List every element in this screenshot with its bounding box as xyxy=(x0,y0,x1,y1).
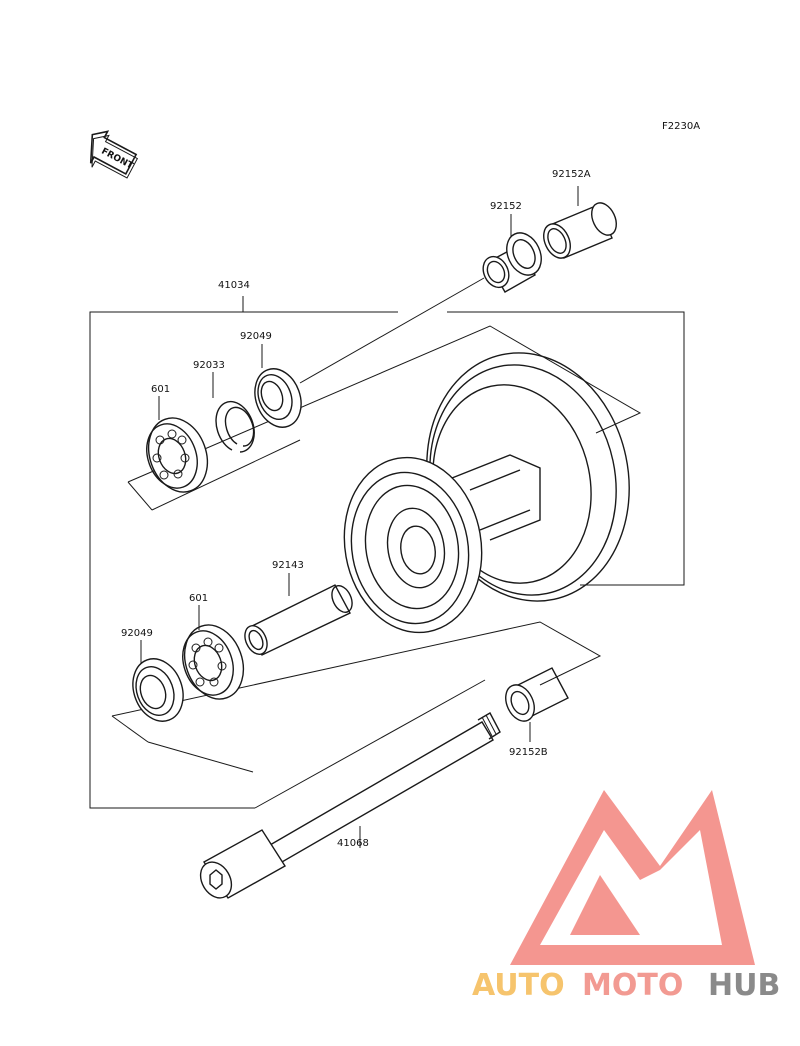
assembly-bracket-41034 xyxy=(89,296,685,809)
watermark-logo: AUTO MOTO HUB xyxy=(472,790,780,1003)
label-601-top: 601 xyxy=(151,384,170,395)
watermark-auto: AUTO xyxy=(472,968,565,1003)
figure-code: F2230A xyxy=(662,121,700,132)
label-92152B: 92152B xyxy=(509,747,548,758)
axle-41068 xyxy=(199,679,501,899)
label-92049-bottom: 92049 xyxy=(121,628,153,639)
wheel-hub xyxy=(343,352,630,634)
collar-92152B xyxy=(505,667,569,742)
bearing-601-bottom xyxy=(182,605,245,700)
front-arrow-icon: FRONT xyxy=(89,130,139,179)
platform-lower xyxy=(111,621,602,717)
spacer-92143 xyxy=(244,573,353,656)
oil-seal-92049-bottom xyxy=(132,640,184,722)
label-92033: 92033 xyxy=(193,360,225,371)
watermark-hub: HUB xyxy=(708,968,780,1003)
circlip-92033 xyxy=(212,372,255,453)
label-41034: 41034 xyxy=(218,280,250,291)
label-92152: 92152 xyxy=(490,201,522,212)
label-92049-top: 92049 xyxy=(240,331,272,342)
watermark-moto: MOTO xyxy=(582,968,683,1003)
label-41068: 41068 xyxy=(337,838,369,849)
platform-upper xyxy=(127,325,642,483)
collar-92152A xyxy=(543,186,617,259)
collar-92152 xyxy=(482,214,542,293)
label-92143: 92143 xyxy=(272,560,304,571)
label-601-bottom: 601 xyxy=(189,593,208,604)
bearing-601-top xyxy=(146,396,209,493)
label-92152A: 92152A xyxy=(552,169,591,180)
oil-seal-92049-top xyxy=(254,344,302,428)
